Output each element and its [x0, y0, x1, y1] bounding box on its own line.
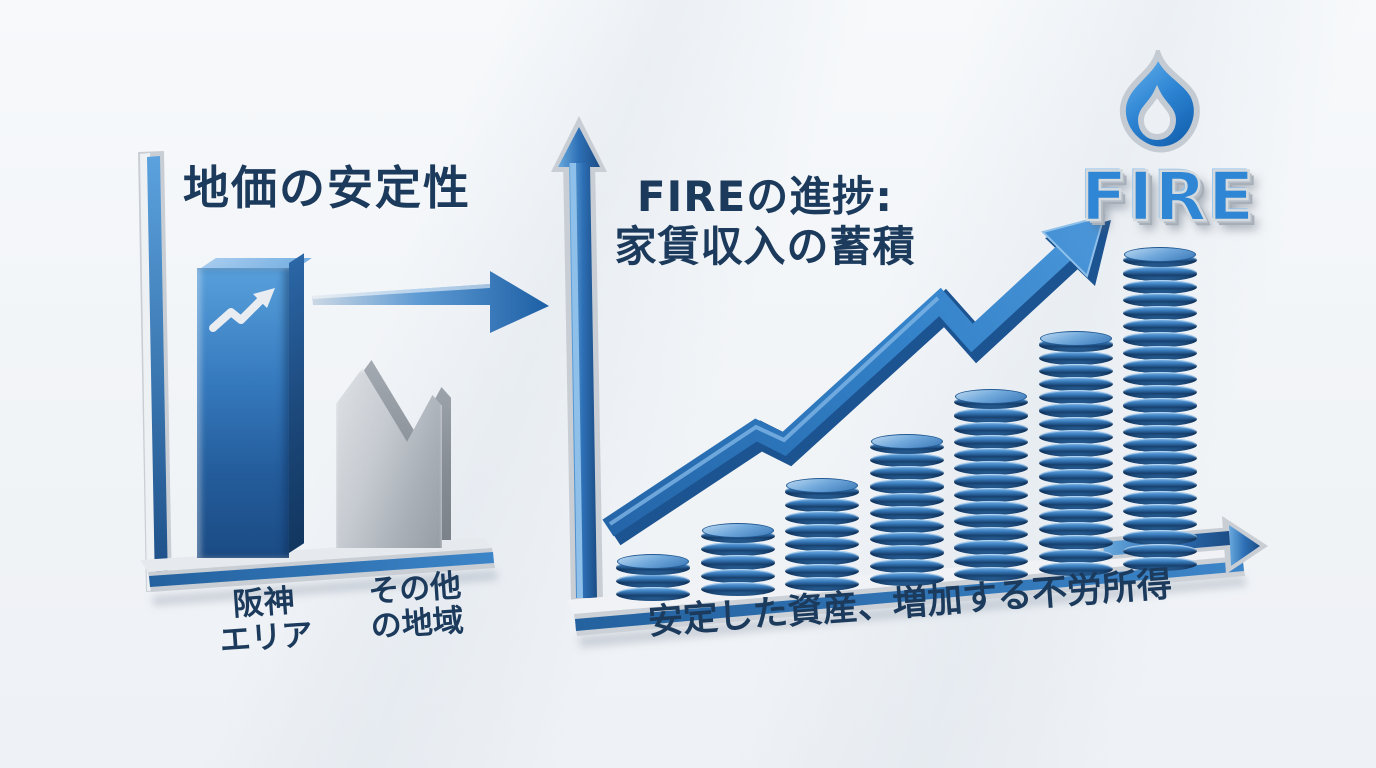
- fire-label: FIRE: [1079, 157, 1256, 239]
- right-chart-title: FIREの進捗: 家賃収入の蓄積: [590, 172, 940, 271]
- left-y-axis: [138, 151, 172, 592]
- zigzag-arrowhead: [1041, 214, 1106, 278]
- bar-other-regions: [336, 360, 451, 548]
- zigzag-line: [602, 243, 1073, 537]
- right-y-axis-arrow: [551, 116, 607, 602]
- connector-arrow: [312, 271, 549, 333]
- right-chart-title-line2: 家賃収入の蓄積: [614, 221, 916, 271]
- right-base-shadow: [578, 576, 1247, 648]
- trend-up-icon: [209, 288, 275, 332]
- right-chart-title-line1: FIREの進捗:: [636, 172, 894, 221]
- left-base-shadow: [152, 570, 498, 606]
- bar-label-hanshin: 阪神 エリア: [198, 582, 333, 660]
- flame-icon: [1119, 50, 1200, 153]
- zigzag-highlight: [608, 296, 940, 526]
- bar-label-other: その他 の地域: [346, 567, 487, 646]
- bar-hanshin: [197, 268, 289, 558]
- left-chart-title: 地価の安定性: [183, 161, 471, 215]
- fire-logo: FIRE: [1062, 50, 1274, 250]
